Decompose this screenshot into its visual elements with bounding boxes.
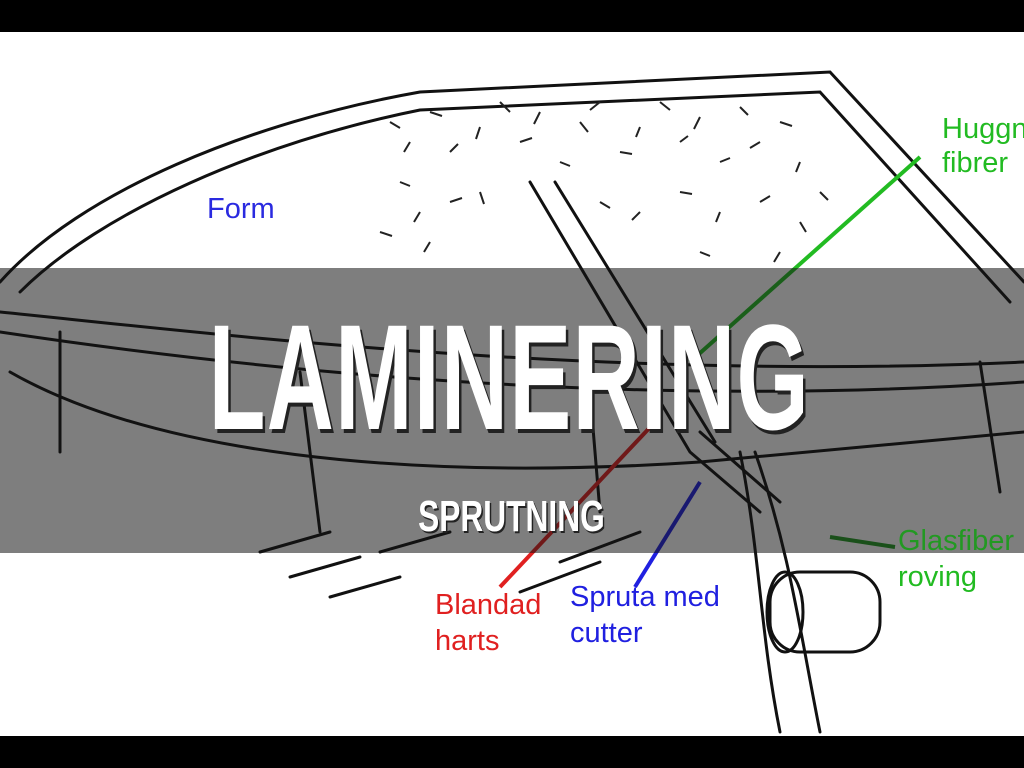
slide-title: LAMINERING	[208, 293, 811, 461]
label-harts: harts	[435, 625, 500, 657]
label-spruta: Spruta med	[570, 581, 720, 613]
label-blandad: Blandad	[435, 589, 542, 621]
label-form: Form	[207, 193, 275, 225]
top-letterbox	[0, 0, 1024, 32]
label-huggna: Huggna	[942, 113, 1024, 145]
title-overlay-band	[0, 268, 1024, 553]
label-fibrer: fibrer	[942, 147, 1009, 179]
label-roving: roving	[898, 561, 977, 593]
mould-rim-inner	[18, 90, 1012, 304]
label-cutter: cutter	[570, 617, 643, 649]
label-glasfiber: Glasfiber	[898, 525, 1015, 557]
bottom-letterbox	[0, 736, 1024, 768]
roving-reel	[768, 570, 882, 654]
chopped-fibers-cloud	[379, 101, 829, 263]
slide-subtitle: SPRUTNING	[418, 492, 605, 541]
mould-rim	[0, 70, 1024, 284]
